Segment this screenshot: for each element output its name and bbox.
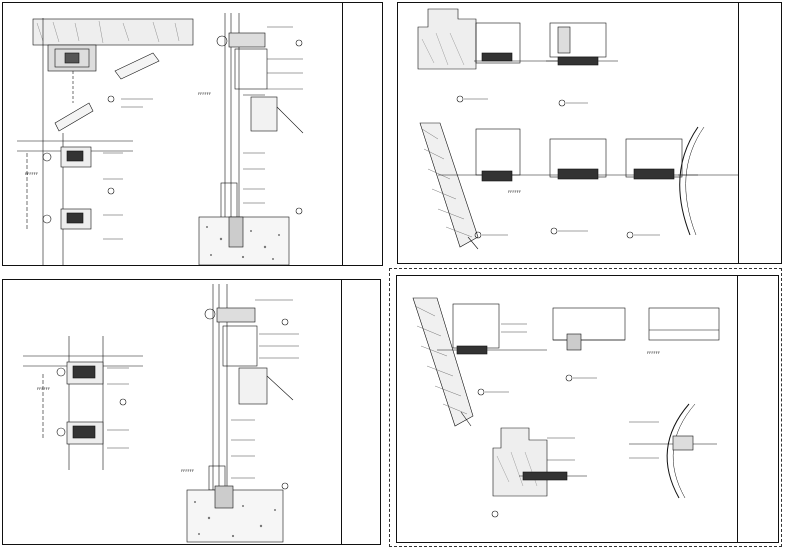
ground-section	[198, 216, 290, 266]
sheet-3-drawing: FFFFFF FFFFFF	[23, 284, 299, 543]
drawing-label: FFFFFF	[647, 351, 660, 355]
drawing-label: FFFFFF	[198, 92, 211, 96]
drawing-label: FFFFFF	[37, 387, 50, 391]
sheet-1-drawing: FFFFFF FFFFFF	[17, 13, 304, 266]
drawing-label: FFFFFF	[181, 469, 194, 473]
title-block-divider	[738, 3, 739, 263]
drawing-sheet-4[interactable]: FFFFFF	[396, 275, 779, 543]
drawing-sheet-2[interactable]: FFFFFF	[397, 2, 782, 264]
drawing-sheet-1[interactable]: FFFFFF FFFFFF	[2, 2, 383, 266]
drawing-label: FFFFFF	[25, 172, 38, 176]
title-block-divider	[737, 276, 738, 542]
sheet-4-drawing: FFFFFF	[412, 297, 720, 518]
ground-section	[186, 489, 284, 543]
concrete-slab	[32, 18, 194, 46]
selection-frame[interactable]	[389, 268, 782, 547]
title-block-divider	[342, 3, 343, 265]
drawing-label: FFFFFF	[508, 190, 521, 194]
sheet-2-drawing: FFFFFF	[417, 8, 738, 250]
drawing-sheet-3[interactable]: FFFFFF FFFFFF	[2, 279, 381, 545]
title-block-divider	[341, 280, 342, 544]
